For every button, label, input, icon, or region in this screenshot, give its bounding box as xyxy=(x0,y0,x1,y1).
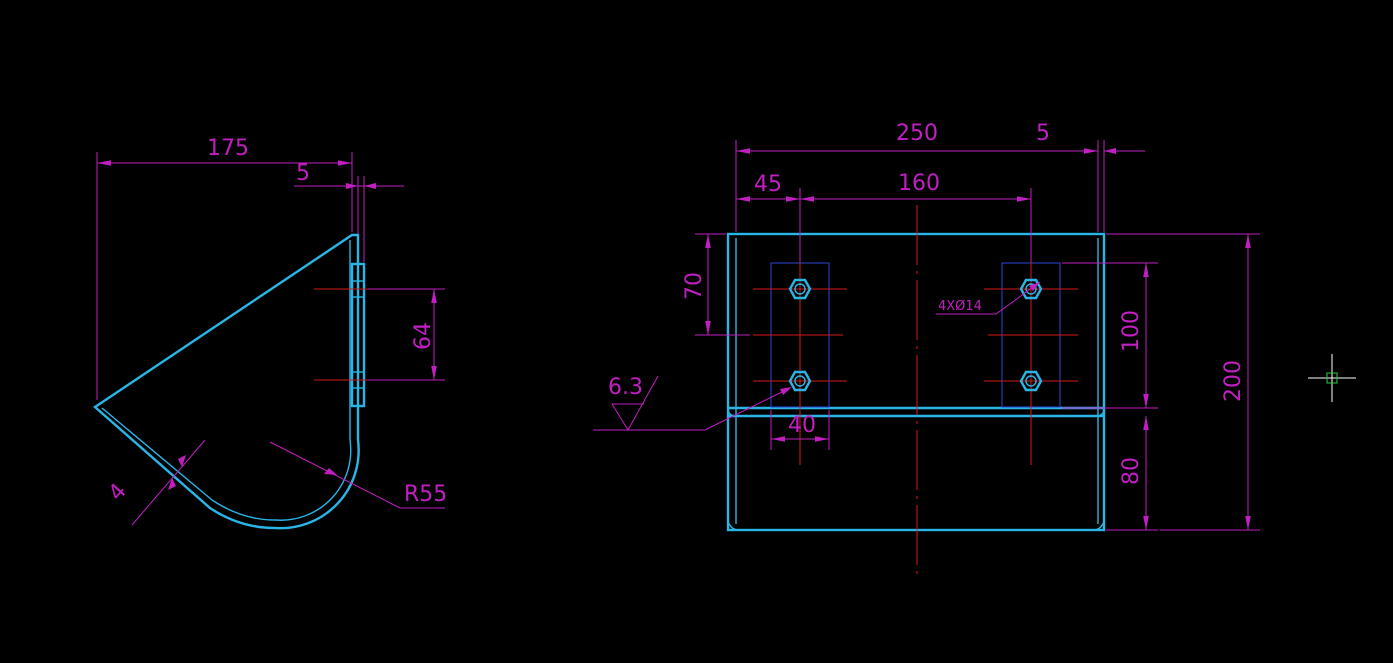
dim-line-radius-leader xyxy=(269,441,401,509)
hole-note-text: 4XØ14 xyxy=(938,299,982,314)
dim-text-edge-offset: 45 xyxy=(754,172,782,197)
dim-text-top-offset: 70 xyxy=(682,272,707,300)
bolt-top-right xyxy=(1019,278,1043,300)
dim-text-side-plate: 5 xyxy=(296,161,310,186)
dim-text-slot-width: 40 xyxy=(788,413,816,438)
side-view-mounting-plate xyxy=(350,262,366,408)
dim-text-hole-spacing-x: 160 xyxy=(898,171,940,196)
dim-text-radius: R55 xyxy=(404,482,447,507)
bolt-bottom-left xyxy=(788,370,812,392)
front-view-outline xyxy=(726,232,1106,532)
dim-text-front-plate: 5 xyxy=(1036,121,1050,146)
side-view-inner-wall xyxy=(101,240,352,521)
front-view: 250 5 45 160 70 100 80 200 40 xyxy=(593,121,1260,578)
roughness-value: 6.3 xyxy=(608,375,643,400)
bolt-top-left xyxy=(788,278,812,300)
dim-text-hole-spacing: 64 xyxy=(411,322,436,350)
dim-text-side-width: 175 xyxy=(207,136,249,161)
side-view: 175 5 64 4 R55 xyxy=(93,136,447,530)
roughness-symbol: 6.3 xyxy=(593,375,792,431)
dim-text-lower-height: 80 xyxy=(1119,457,1144,485)
dim-text-overall-height: 200 xyxy=(1221,360,1246,402)
bolt-bottom-right xyxy=(1019,370,1043,392)
dim-text-overall-width: 250 xyxy=(896,121,938,146)
dim-text-thickness: 4 xyxy=(104,479,132,506)
side-view-outline xyxy=(93,233,360,530)
crosshair-cursor-icon xyxy=(1308,354,1356,402)
dim-line-thickness xyxy=(131,439,206,526)
dim-text-hole-spacing-y: 100 xyxy=(1119,310,1144,352)
